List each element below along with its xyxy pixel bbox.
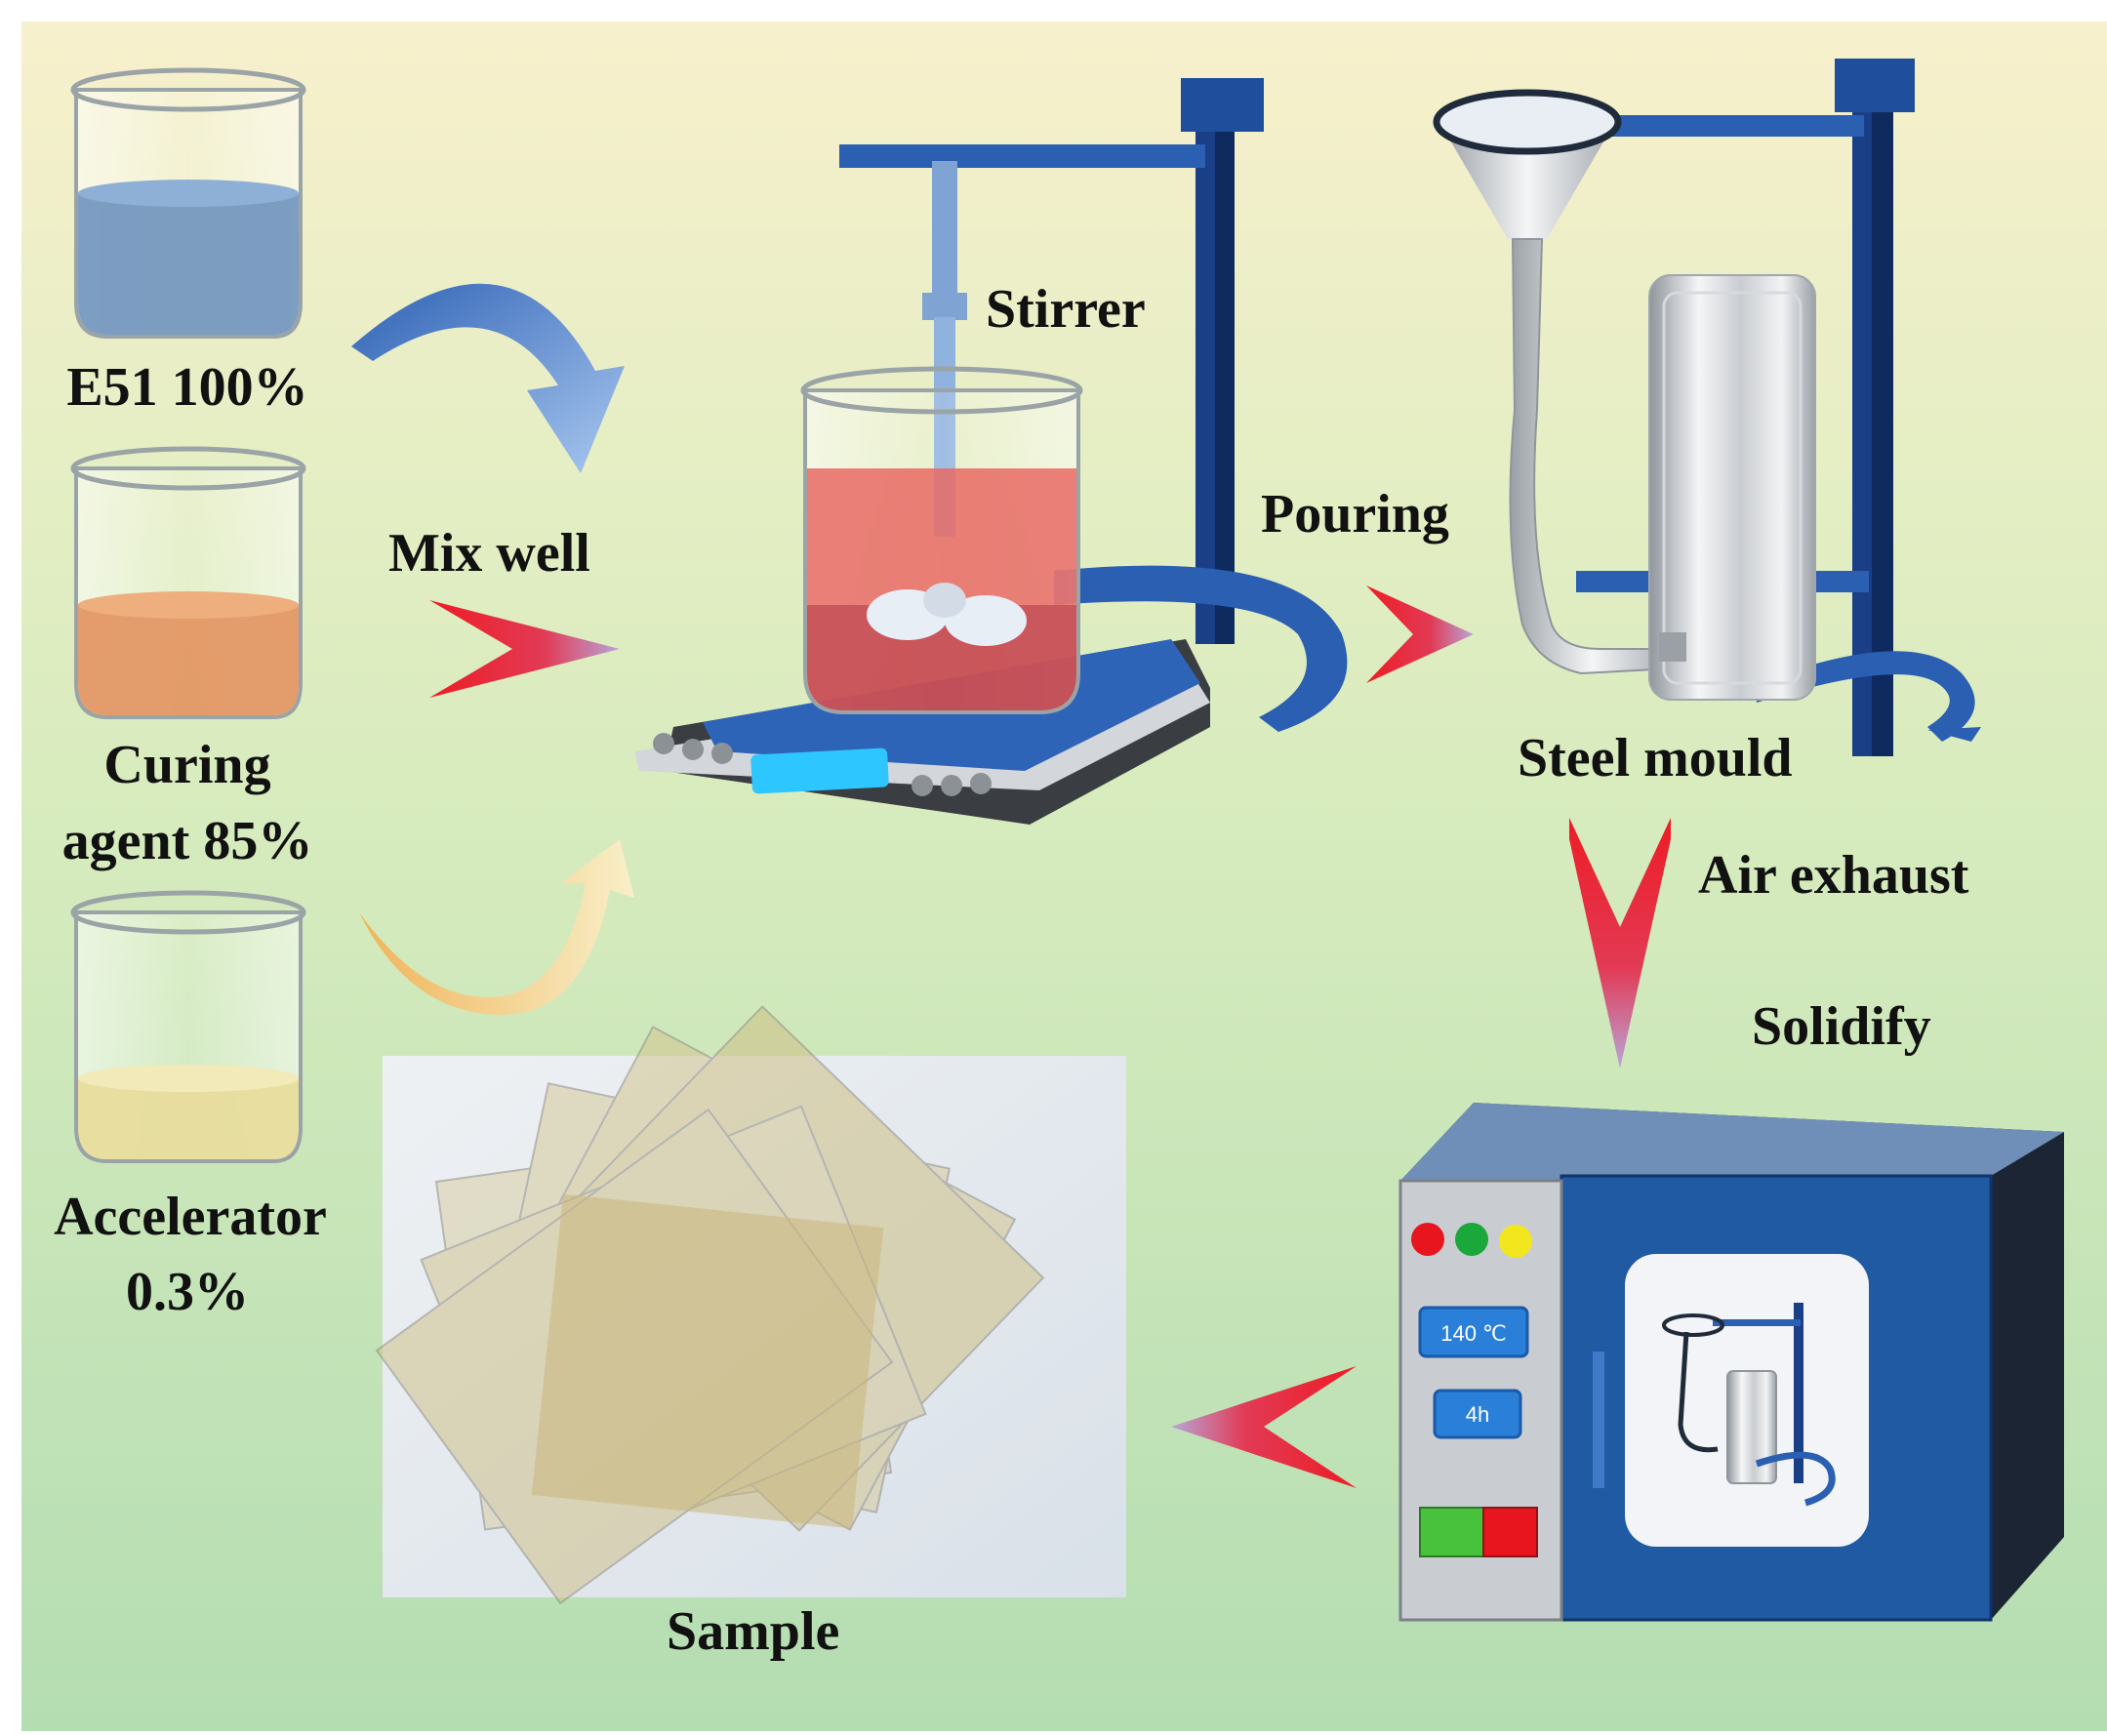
oven-time-text: 4h: [1466, 1402, 1489, 1427]
label-accelerator-line1: Accelerator: [54, 1187, 327, 1247]
steel-mould: [1648, 274, 1816, 701]
oven-temperature-display: [1418, 1306, 1529, 1358]
oven-temperature-text: 140 ℃: [1440, 1321, 1507, 1346]
sample-photo: [375, 1005, 1126, 1605]
label-curing-line2: agent 85%: [61, 811, 313, 871]
beaker-e51: [70, 67, 306, 339]
curved-arrow-blue: [351, 283, 625, 473]
label-stirrer: Stirrer: [986, 279, 1146, 340]
label-solidify: Solidify: [1752, 996, 1931, 1057]
scale-display: [750, 747, 889, 794]
funnel-stand: [1576, 59, 1981, 756]
oven: [1398, 1103, 2064, 1622]
label-pouring: Pouring: [1261, 484, 1449, 545]
label-sample: Sample: [667, 1601, 840, 1662]
label-steel-mould: Steel mould: [1518, 728, 1793, 788]
arrow-pour-right: [1366, 585, 1474, 683]
label-e51: E51 100%: [66, 357, 308, 418]
label-mix-well: Mix well: [388, 523, 590, 584]
arrow-air-exhaust-down: [1569, 818, 1671, 1069]
curved-arrow-orange: [359, 839, 634, 1015]
label-air-exhaust: Air exhaust: [1698, 845, 1969, 906]
label-accelerator-line2: 0.3%: [126, 1262, 249, 1322]
oven-lamp-red: [1411, 1223, 1444, 1256]
oven-start-button: [1419, 1507, 1484, 1557]
oven-lamp-green: [1455, 1223, 1488, 1256]
mixing-beaker: [800, 366, 1083, 714]
beaker-accelerator: [70, 890, 306, 1163]
oven-stop-button: [1482, 1507, 1538, 1557]
oven-lamp-yellow: [1499, 1225, 1532, 1258]
arrow-sample-left: [1171, 1366, 1357, 1488]
oven-timer-display: [1433, 1389, 1522, 1439]
beaker-curing-agent: [70, 446, 306, 719]
arrow-mix-right: [429, 600, 620, 698]
label-curing-line1: Curing: [103, 735, 271, 795]
